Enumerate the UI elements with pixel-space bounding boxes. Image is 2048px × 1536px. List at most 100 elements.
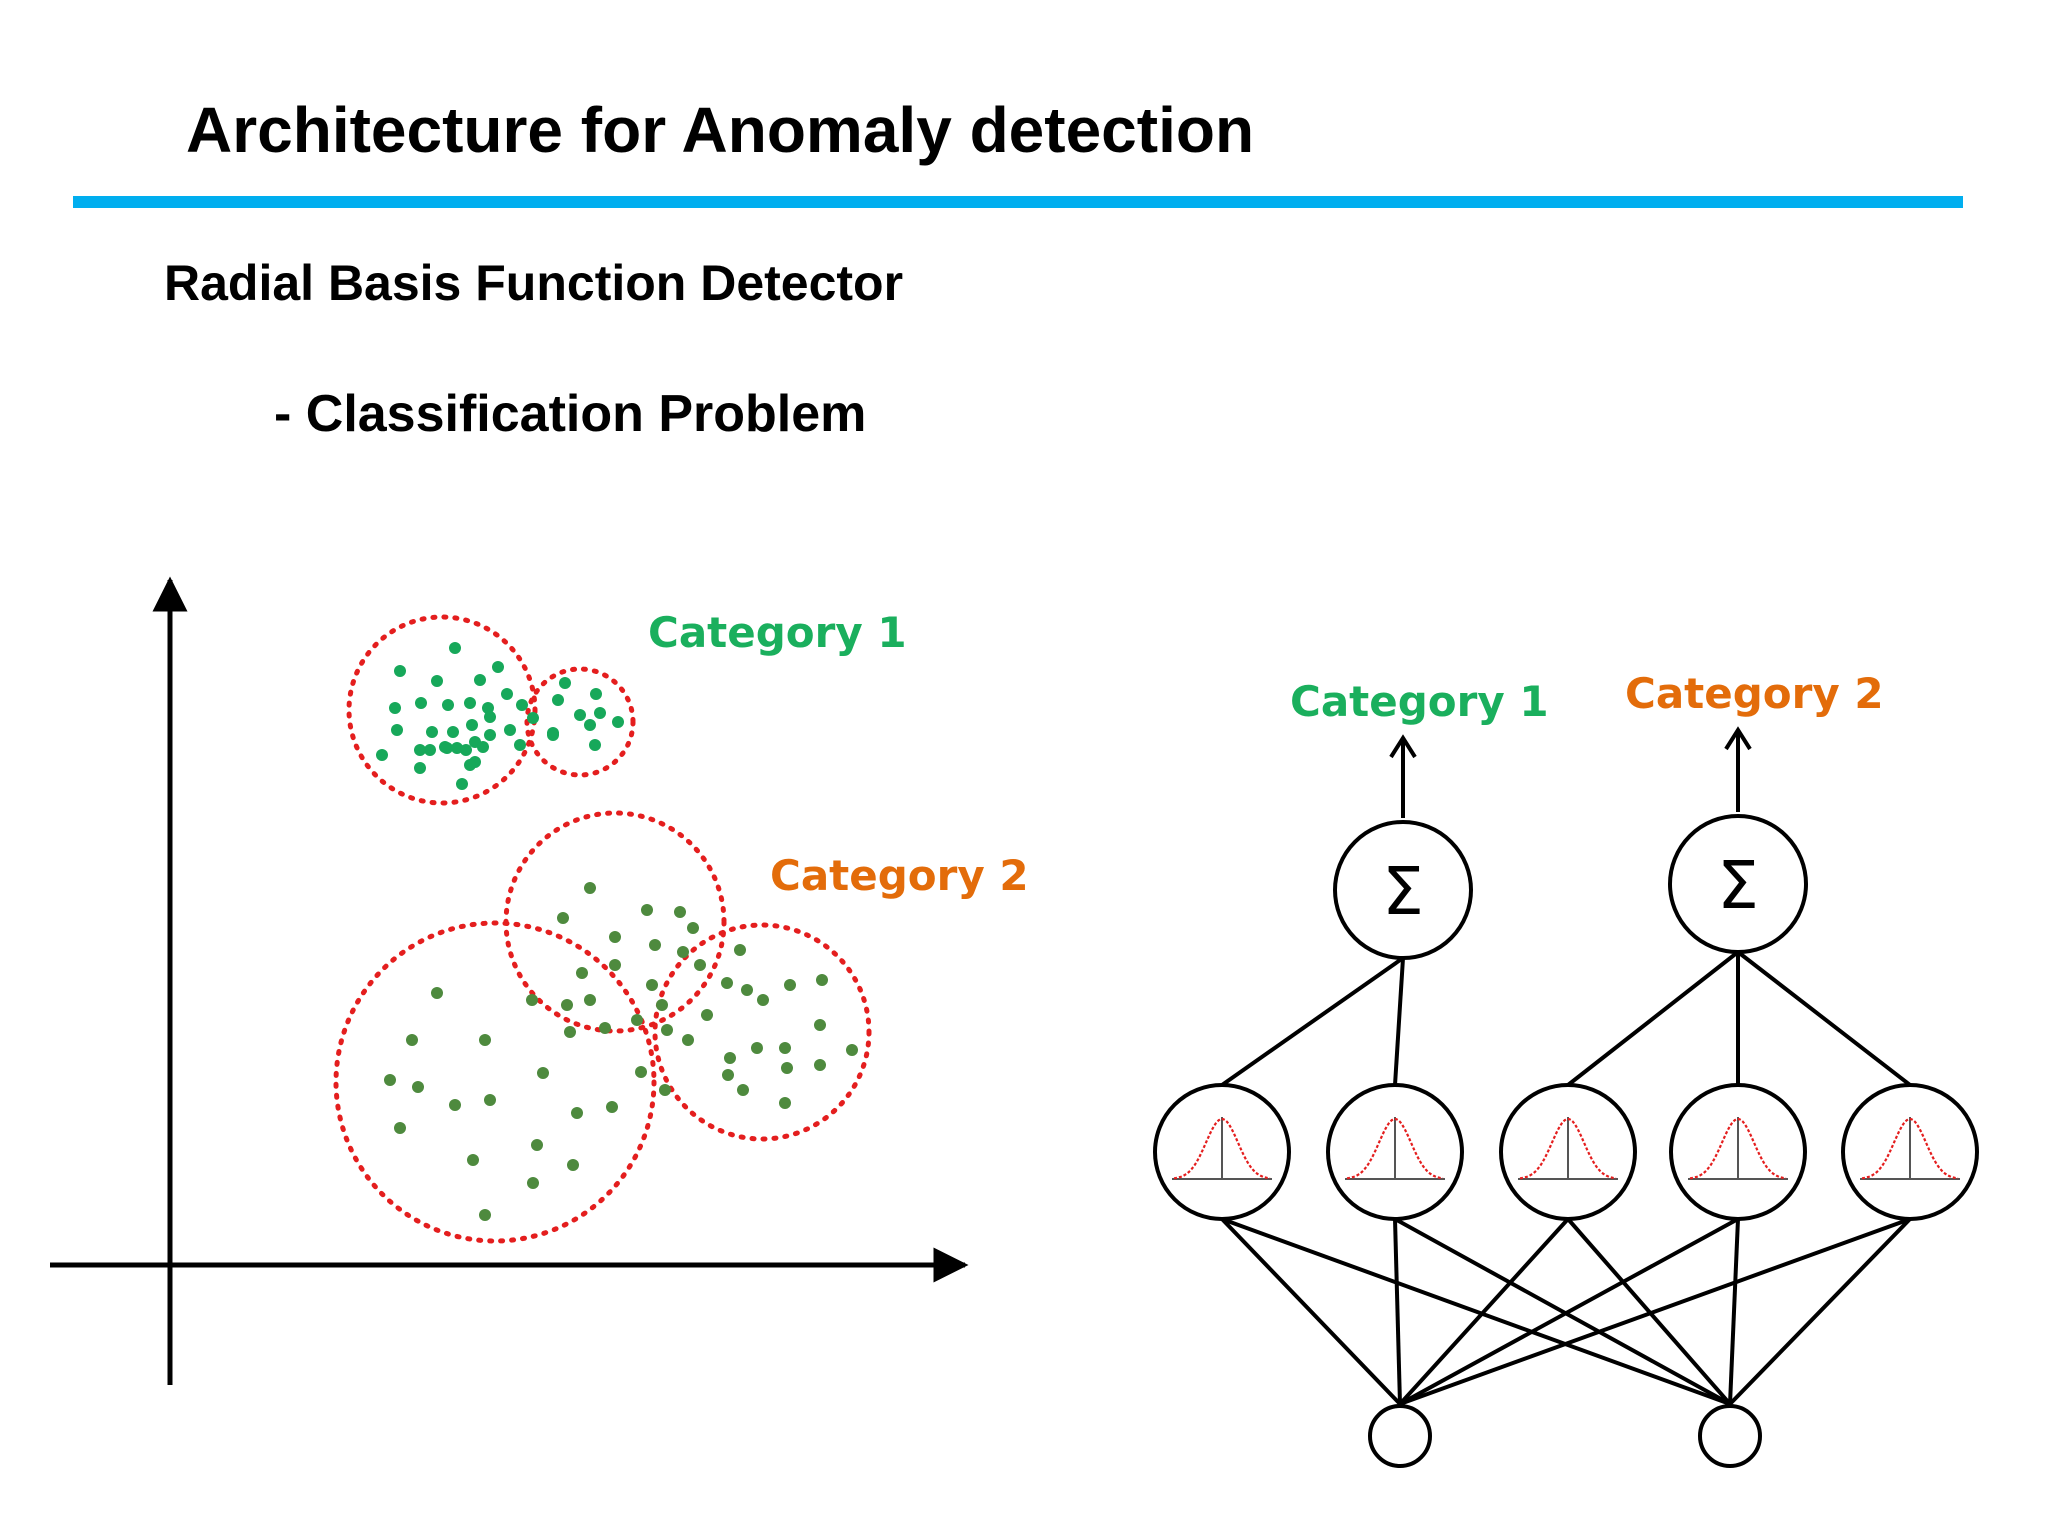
scatter-category-1-label: Category 1: [648, 608, 907, 657]
cluster-circle: [652, 922, 872, 1142]
category-1-point: [559, 677, 571, 689]
edge-hidden-to-sum: [1566, 950, 1740, 1087]
category-2-point: [682, 1034, 694, 1046]
category-1-point: [501, 688, 513, 700]
category-2-point: [649, 939, 661, 951]
category-1-point: [474, 674, 486, 686]
sigma-symbol: Σ: [1717, 847, 1759, 924]
category-1-point: [612, 716, 624, 728]
category-1-point: [414, 762, 426, 774]
input-node: [1368, 1404, 1432, 1468]
category-2-point: [631, 1014, 643, 1026]
category-2-point: [479, 1209, 491, 1221]
category-1-point: [484, 729, 496, 741]
edge-input-to-hidden: [1220, 1217, 1402, 1406]
rbf-network: Σ Σ Category 1 Category 2: [1153, 669, 1979, 1468]
category-1-point: [414, 744, 426, 756]
edge-input-to-hidden: [1399, 1217, 1739, 1406]
category-2-point: [646, 979, 658, 991]
output-label-category-1: Category 1: [1290, 677, 1549, 726]
category-1-point: [590, 688, 602, 700]
category-2-point: [701, 1009, 713, 1021]
rbf-hidden-units: [1153, 1083, 1979, 1221]
category-2-point: [721, 977, 733, 989]
cluster-circles: [333, 614, 872, 1244]
category-2-point: [527, 1177, 539, 1189]
rbf-unit: [1326, 1083, 1464, 1221]
category-2-point: [751, 1042, 763, 1054]
category-2-point: [779, 1097, 791, 1109]
category-1-point: [584, 719, 596, 731]
gaussian-curve-icon: [1861, 1117, 1959, 1180]
category-2-point: [449, 1099, 461, 1111]
category-2-point: [674, 906, 686, 918]
category-2-point: [779, 1042, 791, 1054]
category-2-point: [641, 904, 653, 916]
category-1-point: [449, 642, 461, 654]
category-1-point: [424, 744, 436, 756]
edge-input-to-hidden: [1566, 1217, 1732, 1406]
category-1-point: [477, 741, 489, 753]
category-2-point: [431, 987, 443, 999]
category-2-point: [656, 999, 668, 1011]
edge-input-to-hidden: [1221, 1217, 1731, 1406]
category-2-point: [659, 1084, 671, 1096]
gaussian-curve-icon: [1173, 1117, 1271, 1180]
category-2-point: [816, 974, 828, 986]
edge-input-to-hidden: [1399, 1217, 1911, 1406]
rbf-unit: [1153, 1083, 1291, 1221]
category-1-point: [442, 699, 454, 711]
category-2-point: [531, 1139, 543, 1151]
category-2-point: [814, 1059, 826, 1071]
rbf-unit: [1669, 1083, 1807, 1221]
category-2-point: [724, 1052, 736, 1064]
category-1-point: [516, 699, 528, 711]
category-1-point: [439, 741, 451, 753]
category-1-point: [447, 726, 459, 738]
category-1-point: [376, 749, 388, 761]
scatter-plot: Category 1 Category 2: [50, 576, 1029, 1385]
output-arrow-1-head: [1389, 734, 1417, 759]
category-2-point: [406, 1034, 418, 1046]
category-2-points: [384, 882, 858, 1221]
category-2-point: [584, 994, 596, 1006]
category-1-point: [589, 739, 601, 751]
edge-hidden-to-sum: [1220, 956, 1405, 1087]
category-2-point: [741, 984, 753, 996]
category-2-point: [677, 946, 689, 958]
category-1-point: [460, 744, 472, 756]
category-1-point: [492, 661, 504, 673]
summation-node-1: Σ: [1333, 820, 1473, 960]
category-2-point: [479, 1034, 491, 1046]
category-2-point: [609, 931, 621, 943]
gaussian-curve-icon: [1519, 1117, 1617, 1180]
edge-input-to-hidden: [1394, 1217, 1731, 1406]
category-1-point: [391, 724, 403, 736]
category-1-point: [464, 697, 476, 709]
input-node: [1698, 1404, 1762, 1468]
category-1-points: [376, 642, 624, 790]
category-2-point: [734, 944, 746, 956]
output-label-category-2: Category 2: [1625, 669, 1884, 718]
category-2-point: [564, 1026, 576, 1038]
category-2-point: [722, 1069, 734, 1081]
edge-input-to-hidden: [1398, 1217, 1570, 1406]
category-1-point: [504, 724, 516, 736]
bullet-point: - Classification Problem: [274, 385, 867, 443]
network-connections: [1220, 950, 1912, 1406]
category-1-point: [514, 739, 526, 751]
category-1-point: [431, 675, 443, 687]
category-2-point: [687, 922, 699, 934]
sigma-symbol: Σ: [1382, 853, 1424, 930]
edge-hidden-to-sum: [1393, 957, 1405, 1086]
cluster-circle: [333, 920, 657, 1244]
category-1-point: [466, 719, 478, 731]
category-1-point: [547, 729, 559, 741]
summation-node-2: Σ: [1668, 814, 1808, 954]
category-2-point: [781, 1062, 793, 1074]
category-2-point: [784, 979, 796, 991]
category-2-point: [394, 1122, 406, 1134]
category-2-point: [557, 912, 569, 924]
category-2-point: [846, 1044, 858, 1056]
